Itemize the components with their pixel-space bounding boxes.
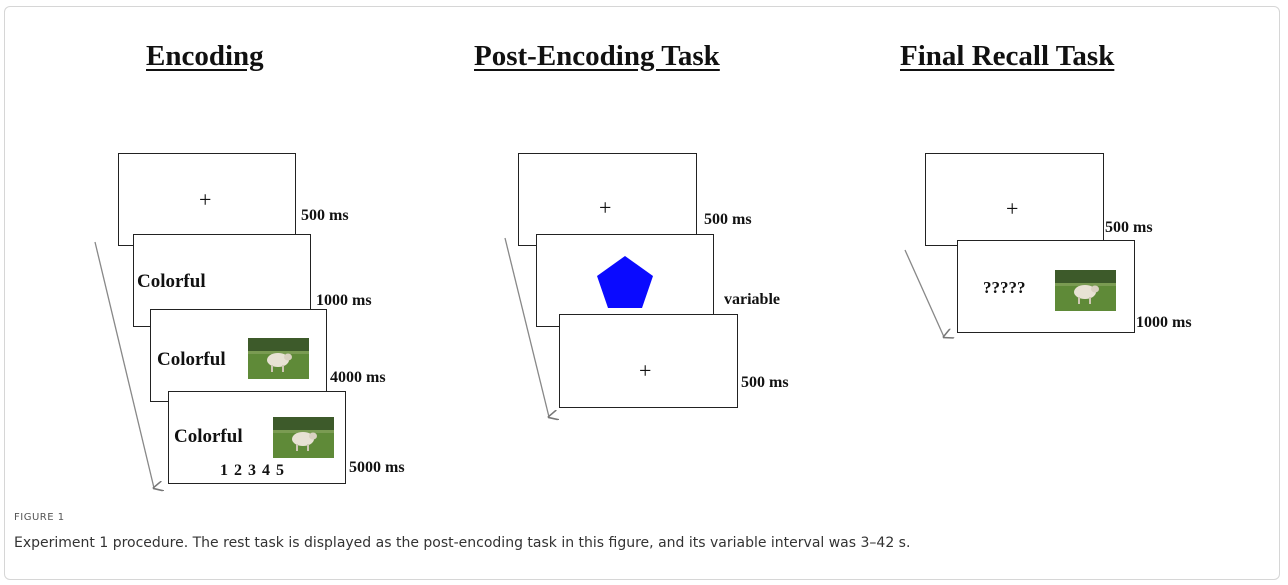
sheep-image — [273, 417, 334, 458]
post-timing-3: 500 ms — [741, 374, 789, 391]
recall-timing-1: 500 ms — [1105, 219, 1153, 236]
heading-encoding: Encoding — [146, 40, 264, 72]
recall-fixation-slide: + — [925, 153, 1104, 246]
recall-question-marks: ????? — [983, 278, 1026, 297]
encoding-timing-2: 1000 ms — [316, 292, 372, 309]
encoding-timing-1: 500 ms — [301, 207, 349, 224]
sheep-image — [1055, 270, 1116, 311]
post-timing-2: variable — [724, 291, 780, 308]
cue-word: Colorful — [174, 426, 243, 447]
fixation-cross: + — [199, 187, 212, 212]
figure-frame — [4, 6, 1280, 580]
rating-scale: 1 2 3 4 5 — [220, 462, 285, 479]
recall-timing-2: 1000 ms — [1136, 314, 1192, 331]
post-timing-1: 500 ms — [704, 211, 752, 228]
post-fixation-slide-1: + — [518, 153, 697, 246]
encoding-timing-3: 4000 ms — [330, 369, 386, 386]
encoding-fixation-slide: + — [118, 153, 296, 246]
fixation-cross: + — [1006, 196, 1019, 221]
pentagon-shape — [597, 256, 653, 308]
cue-word: Colorful — [157, 349, 226, 370]
post-shape-slide — [536, 234, 714, 327]
encoding-time-arrow — [94, 241, 154, 488]
encoding-timing-4: 5000 ms — [349, 459, 405, 476]
post-encoding-time-arrow — [504, 237, 549, 417]
recall-cue-slide: ????? — [957, 240, 1135, 333]
fixation-cross: + — [599, 195, 612, 220]
final-recall-time-arrow — [904, 249, 944, 337]
heading-final-recall: Final Recall Task — [900, 40, 1115, 72]
cue-word: Colorful — [137, 271, 206, 292]
encoding-word-image-slide: Colorful — [150, 309, 327, 402]
figure-caption: Experiment 1 procedure. The rest task is… — [14, 535, 911, 551]
figure-label: FIGURE 1 — [14, 512, 65, 523]
sheep-image — [248, 338, 309, 379]
fixation-cross: + — [639, 358, 652, 383]
heading-post-encoding: Post-Encoding Task — [474, 40, 720, 72]
post-fixation-slide-2: + — [559, 314, 738, 408]
encoding-rating-slide: Colorful 1 2 3 4 5 — [168, 391, 346, 484]
